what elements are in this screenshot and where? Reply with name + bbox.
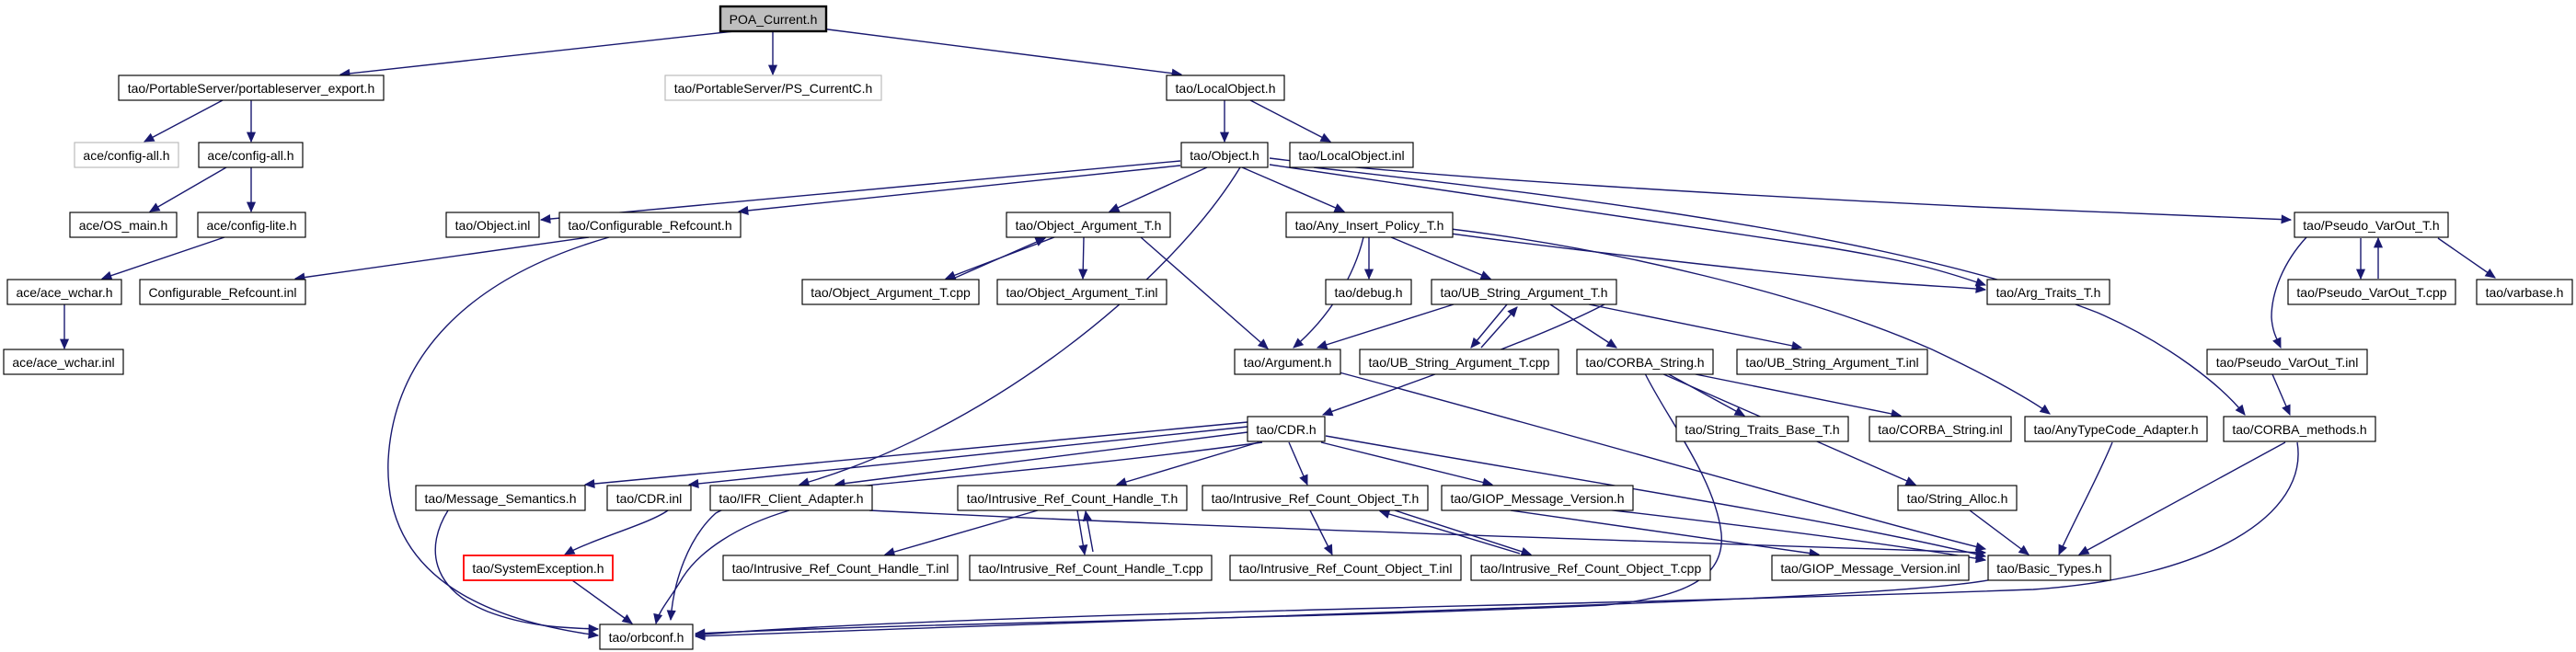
svg-text:tao/Pseudo_VarOut_T.inl: tao/Pseudo_VarOut_T.inl — [2216, 355, 2359, 370]
svg-text:ace/ace_wchar.inl: ace/ace_wchar.inl — [12, 355, 114, 370]
svg-text:tao/Intrusive_Ref_Count_Object: tao/Intrusive_Ref_Count_Object_T.cpp — [1480, 561, 1702, 576]
svg-text:tao/Object_Argument_T.inl: tao/Object_Argument_T.inl — [1006, 285, 1158, 300]
svg-text:tao/AnyTypeCode_Adapter.h: tao/AnyTypeCode_Adapter.h — [2033, 422, 2198, 437]
svg-text:tao/Intrusive_Ref_Count_Handle: tao/Intrusive_Ref_Count_Handle_T.inl — [732, 561, 949, 576]
svg-text:tao/CDR.inl: tao/CDR.inl — [616, 491, 683, 506]
svg-text:tao/UB_String_Argument_T.cpp: tao/UB_String_Argument_T.cpp — [1369, 355, 1550, 370]
svg-text:tao/LocalObject.inl: tao/LocalObject.inl — [1298, 148, 1404, 163]
svg-text:tao/Object_Argument_T.cpp: tao/Object_Argument_T.cpp — [811, 285, 971, 300]
svg-text:ace/ace_wchar.h: ace/ace_wchar.h — [16, 285, 112, 300]
svg-text:tao/IFR_Client_Adapter.h: tao/IFR_Client_Adapter.h — [719, 491, 863, 506]
svg-text:tao/UB_String_Argument_T.inl: tao/UB_String_Argument_T.inl — [1745, 355, 1918, 370]
svg-text:tao/SystemException.h: tao/SystemException.h — [472, 561, 604, 576]
svg-text:ace/config-all.h: ace/config-all.h — [207, 148, 293, 163]
svg-text:tao/String_Traits_Base_T.h: tao/String_Traits_Base_T.h — [1685, 422, 1839, 437]
svg-text:tao/PortableServer/portableser: tao/PortableServer/portableserver_export… — [128, 81, 374, 96]
svg-text:tao/Configurable_Refcount.h: tao/Configurable_Refcount.h — [568, 218, 731, 233]
svg-text:tao/Arg_Traits_T.h: tao/Arg_Traits_T.h — [1996, 285, 2101, 300]
svg-text:tao/Basic_Types.h: tao/Basic_Types.h — [1996, 561, 2101, 576]
svg-text:tao/Argument.h: tao/Argument.h — [1244, 355, 1332, 370]
svg-text:Configurable_Refcount.inl: Configurable_Refcount.inl — [148, 285, 296, 300]
svg-text:tao/CORBA_String.h: tao/CORBA_String.h — [1585, 355, 1704, 370]
svg-text:tao/Message_Semantics.h: tao/Message_Semantics.h — [425, 491, 577, 506]
svg-text:tao/Intrusive_Ref_Count_Handle: tao/Intrusive_Ref_Count_Handle_T.cpp — [978, 561, 1203, 576]
svg-text:tao/orbconf.h: tao/orbconf.h — [609, 630, 684, 645]
svg-text:tao/CORBA_String.inl: tao/CORBA_String.inl — [1878, 422, 2002, 437]
svg-text:tao/Pseudo_VarOut_T.cpp: tao/Pseudo_VarOut_T.cpp — [2296, 285, 2446, 300]
svg-text:tao/Pseudo_VarOut_T.h: tao/Pseudo_VarOut_T.h — [2303, 218, 2439, 233]
svg-text:ace/OS_main.h: ace/OS_main.h — [79, 218, 168, 233]
svg-text:tao/CORBA_methods.h: tao/CORBA_methods.h — [2232, 422, 2366, 437]
svg-text:tao/Any_Insert_Policy_T.h: tao/Any_Insert_Policy_T.h — [1295, 218, 1444, 233]
svg-text:ace/config-all.h: ace/config-all.h — [83, 148, 169, 163]
svg-text:tao/CDR.h: tao/CDR.h — [1256, 422, 1316, 437]
svg-text:tao/String_Alloc.h: tao/String_Alloc.h — [1907, 491, 2008, 506]
svg-text:tao/UB_String_Argument_T.h: tao/UB_String_Argument_T.h — [1440, 285, 1607, 300]
svg-text:tao/LocalObject.h: tao/LocalObject.h — [1176, 81, 1276, 96]
svg-text:tao/PortableServer/PS_CurrentC: tao/PortableServer/PS_CurrentC.h — [674, 81, 873, 96]
svg-text:tao/Intrusive_Ref_Count_Object: tao/Intrusive_Ref_Count_Object_T.h — [1212, 491, 1420, 506]
svg-text:tao/Object.inl: tao/Object.inl — [455, 218, 531, 233]
svg-text:tao/GIOP_Message_Version.h: tao/GIOP_Message_Version.h — [1450, 491, 1624, 506]
svg-text:tao/Intrusive_Ref_Count_Object: tao/Intrusive_Ref_Count_Object_T.inl — [1239, 561, 1453, 576]
svg-text:tao/Object_Argument_T.h: tao/Object_Argument_T.h — [1016, 218, 1162, 233]
svg-text:tao/varbase.h: tao/varbase.h — [2486, 285, 2564, 300]
svg-text:tao/Object.h: tao/Object.h — [1190, 148, 1259, 163]
svg-text:tao/debug.h: tao/debug.h — [1335, 285, 1403, 300]
svg-text:tao/GIOP_Message_Version.inl: tao/GIOP_Message_Version.inl — [1780, 561, 1960, 576]
svg-text:tao/Intrusive_Ref_Count_Handle: tao/Intrusive_Ref_Count_Handle_T.h — [967, 491, 1179, 506]
svg-text:POA_Current.h: POA_Current.h — [730, 12, 818, 27]
svg-text:ace/config-lite.h: ace/config-lite.h — [206, 218, 296, 233]
